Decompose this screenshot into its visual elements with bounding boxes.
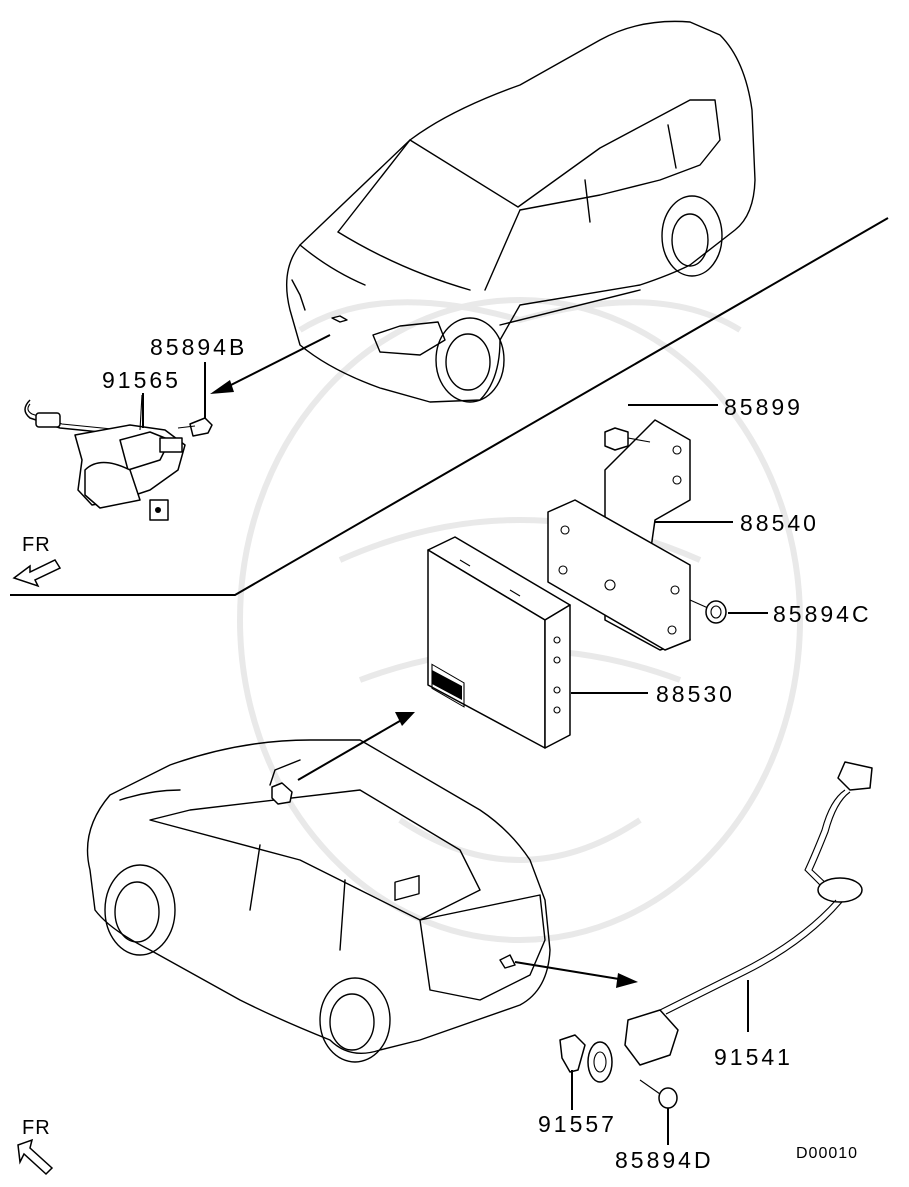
- fr-arrow-lower: FR: [17, 1117, 54, 1176]
- label-85899: 85899: [724, 394, 803, 420]
- clip-91557: [559, 1034, 586, 1073]
- diagram-code: D00010: [796, 1145, 858, 1162]
- part-rear-sensor-harness: [587, 761, 873, 1083]
- screw-85894b: [177, 417, 213, 437]
- label-85894b: 85894B: [150, 334, 247, 360]
- part-control-unit: [427, 536, 571, 749]
- fr-arrow-upper: FR: [12, 534, 62, 588]
- label-91541: 91541: [714, 1044, 793, 1070]
- part-front-sensor-harness: [24, 394, 186, 521]
- section-divider: [10, 217, 889, 596]
- upper-vehicle: [285, 20, 756, 403]
- bolt-85899: [604, 427, 651, 451]
- label-91565: 91565: [102, 367, 181, 393]
- label-88540: 88540: [740, 510, 819, 536]
- part-bracket: [547, 419, 691, 651]
- label-88530: 88530: [656, 681, 735, 707]
- fr-label-upper: FR: [22, 534, 51, 556]
- lower-vehicle: [86, 739, 551, 1063]
- bolt-85894c: [689, 599, 727, 624]
- label-91557: 91557: [538, 1111, 617, 1137]
- label-85894c: 85894C: [773, 601, 872, 627]
- arrow-rear-sensor: [514, 961, 638, 988]
- fr-label-lower: FR: [22, 1117, 51, 1139]
- arrow-ecu: [297, 712, 415, 781]
- label-85894d: 85894D: [615, 1147, 714, 1173]
- screw-85894d: [639, 1079, 678, 1109]
- label-leaders: [142, 362, 768, 1145]
- arrow-front-sensor: [210, 334, 331, 394]
